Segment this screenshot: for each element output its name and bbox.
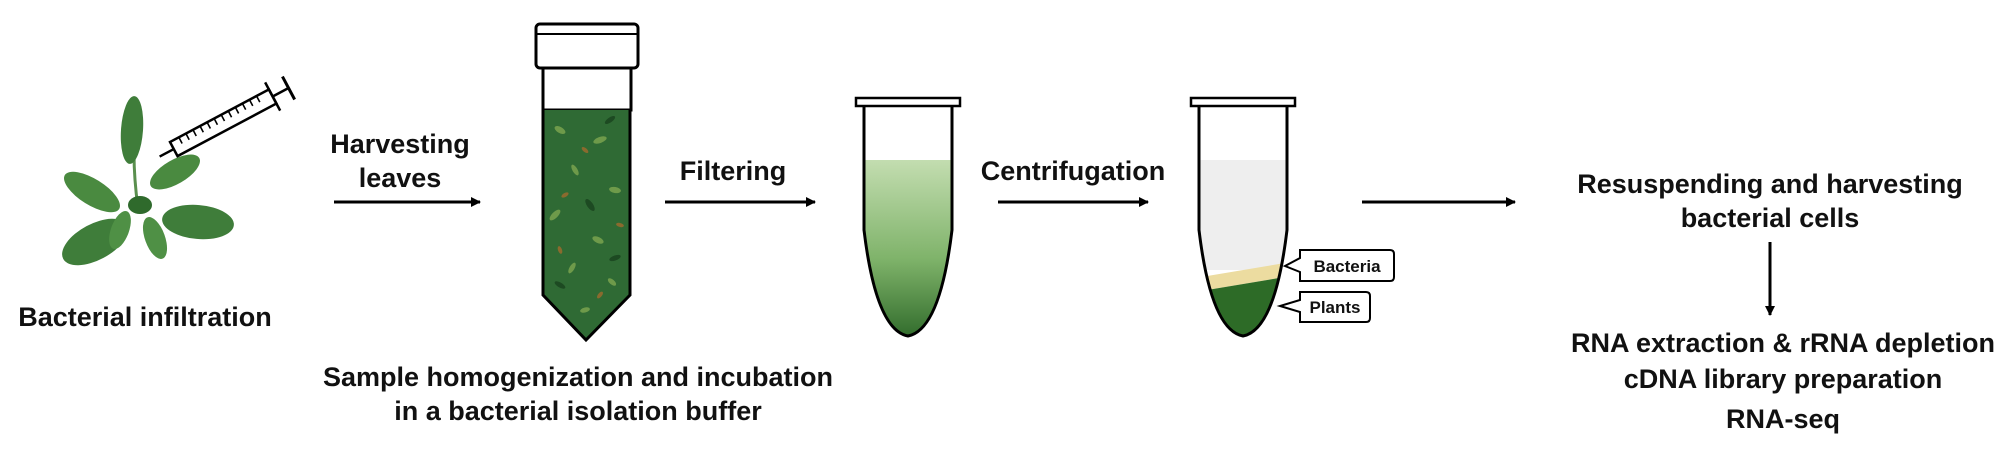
filtering-label: Filtering: [680, 156, 787, 186]
downstream-label-line1: RNA extraction & rRNA depletion: [1571, 328, 1995, 358]
resuspend-label-line2: bacterial cells: [1681, 203, 1860, 233]
homogenization-label-line2: in a bacterial isolation buffer: [394, 396, 762, 426]
bacteria-callout-label: Bacteria: [1313, 257, 1381, 276]
harvest-label-line1: Harvesting: [330, 129, 470, 159]
resuspend-label-line1: Resuspending and harvesting: [1577, 169, 1963, 199]
plants-callout-label: Plants: [1309, 298, 1360, 317]
downstream-label-line2: cDNA library preparation: [1624, 364, 1943, 394]
homogenization-tube-icon: [534, 22, 640, 343]
syringe-icon: [159, 75, 296, 158]
homogenization-label-line1: Sample homogenization and incubation: [323, 362, 833, 392]
plants-callout: Plants: [1276, 291, 1371, 323]
harvest-label-line2: leaves: [359, 163, 442, 193]
arabidopsis-plant-icon: [62, 96, 234, 266]
downstream-label-line3: RNA-seq: [1726, 404, 1840, 434]
bacteria-callout: Bacteria: [1282, 249, 1395, 282]
centrifuged-tube-icon: [1189, 96, 1297, 338]
infiltration-label: Bacterial infiltration: [18, 302, 272, 332]
filtrate-tube-icon: [854, 96, 962, 338]
centrifugation-label: Centrifugation: [981, 156, 1165, 186]
